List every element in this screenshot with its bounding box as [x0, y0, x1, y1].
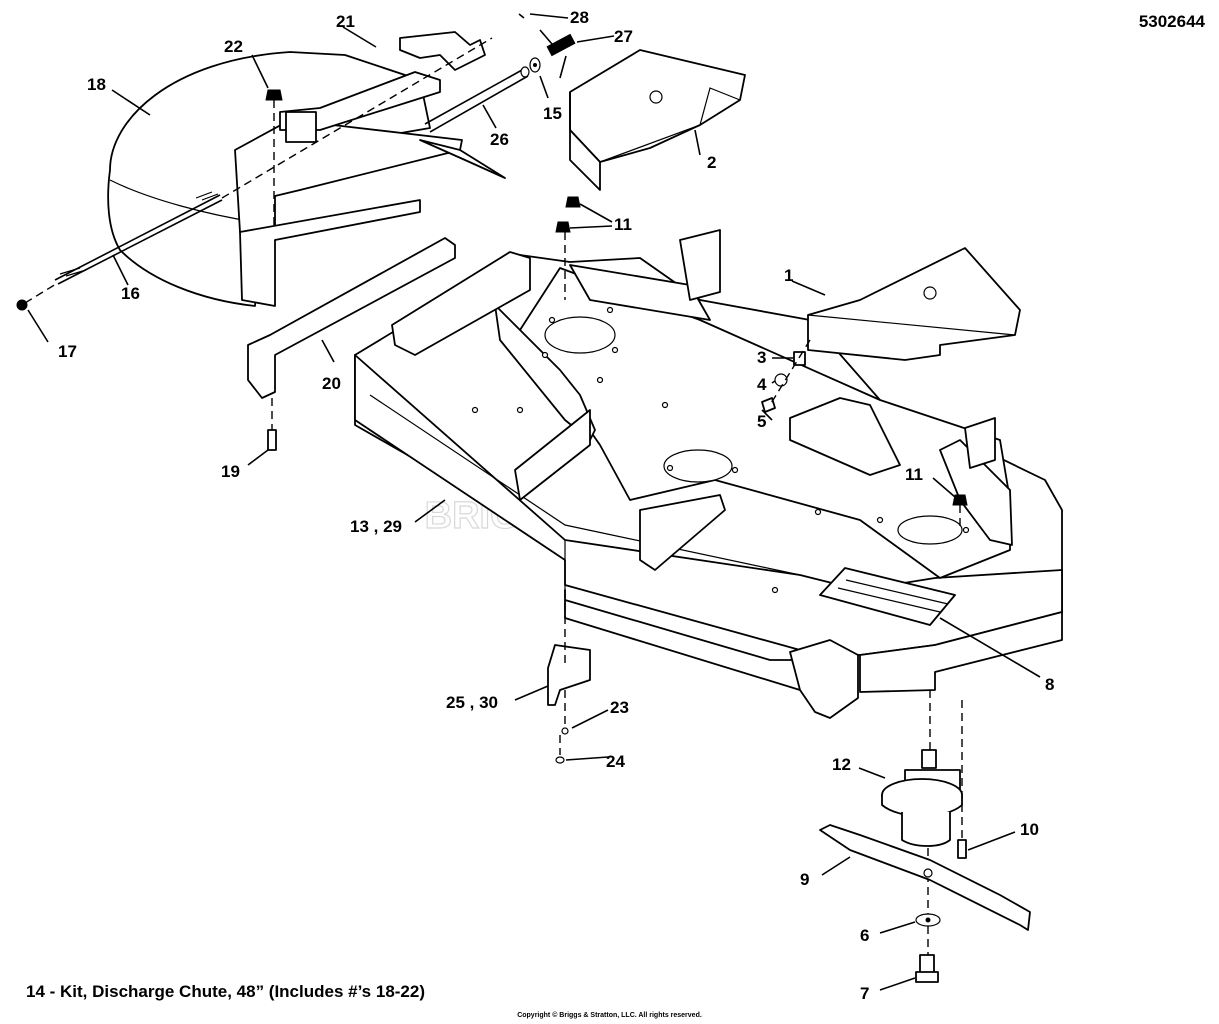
bracket-part-25[interactable] [547, 644, 591, 706]
cotter-pin-part-28[interactable] [518, 13, 525, 19]
blade-part-9[interactable] [819, 824, 1031, 931]
callout-24: 24 [606, 752, 625, 771]
bolt-part-24[interactable] [555, 756, 565, 764]
callout-19: 19 [221, 462, 240, 481]
clip-part-3[interactable] [793, 351, 806, 366]
discharge-chute-part-18[interactable] [107, 51, 506, 307]
callout-20: 20 [322, 374, 341, 393]
torsion-spring-part-27[interactable] [539, 29, 576, 79]
washer-part-4[interactable] [774, 373, 788, 387]
callout-2: 2 [707, 153, 716, 172]
callout-13-29: 13 , 29 [350, 517, 402, 536]
washer-part-15[interactable] [529, 57, 541, 73]
callout-23: 23 [610, 698, 629, 717]
callout-25-30: 25 , 30 [446, 693, 498, 712]
leader-lines [27, 13, 1041, 991]
bolt-part-10[interactable] [957, 839, 967, 859]
hinge-bracket-part-21[interactable] [279, 31, 486, 143]
callout-27: 27 [614, 27, 633, 46]
callout-11-top: 11 [614, 215, 632, 234]
callout-16: 16 [121, 284, 140, 303]
washer-part-6[interactable] [915, 913, 941, 927]
nut-17-path [24, 283, 57, 304]
part-number: 5302644 [1138, 12, 1205, 31]
copyright-notice: Copyright © Briggs & Stratton, LLC. All … [517, 1012, 702, 1019]
callout-15: 15 [543, 104, 562, 123]
callout-6: 6 [860, 926, 869, 945]
belt-cover-part-2[interactable] [569, 49, 746, 191]
callout-11-right: 11 [905, 465, 923, 484]
callout-12: 12 [832, 755, 851, 774]
callout-4: 4 [757, 375, 767, 394]
nut-part-11-right[interactable] [952, 494, 968, 506]
callout-3: 3 [757, 348, 766, 367]
rod-path-dashes [221, 37, 493, 199]
pivot-rod-part-26[interactable] [424, 66, 530, 133]
threaded-rod-part-16[interactable] [54, 191, 223, 285]
callout-5: 5 [757, 412, 766, 431]
deflector-pad-part-8[interactable] [819, 567, 956, 626]
nut-part-22[interactable] [265, 89, 283, 101]
callout-7: 7 [860, 984, 869, 1003]
callout-28: 28 [570, 8, 589, 27]
callout-1: 1 [784, 266, 793, 285]
callout-18: 18 [87, 75, 106, 94]
bolt-part-23[interactable] [561, 727, 569, 735]
callout-21: 21 [336, 12, 355, 31]
bolt-part-19[interactable] [267, 429, 277, 451]
callout-8: 8 [1045, 675, 1054, 694]
blade-bolt-part-7[interactable] [915, 954, 939, 983]
callout-10: 10 [1020, 820, 1039, 839]
nut-part-17[interactable] [16, 299, 28, 311]
callout-9: 9 [800, 870, 809, 889]
callout-26: 26 [490, 130, 509, 149]
spindle-assembly-part-12[interactable] [881, 749, 963, 847]
nut-part-11-top[interactable] [555, 196, 581, 233]
callout-22: 22 [224, 37, 243, 56]
kit-note: 14 - Kit, Discharge Chute, 48” (Includes… [26, 982, 426, 1001]
mower-deck-part-13[interactable] [354, 229, 1063, 719]
callout-17: 17 [58, 342, 77, 361]
cover-part-1[interactable] [807, 247, 1021, 361]
bracket-part-20[interactable] [247, 237, 456, 399]
